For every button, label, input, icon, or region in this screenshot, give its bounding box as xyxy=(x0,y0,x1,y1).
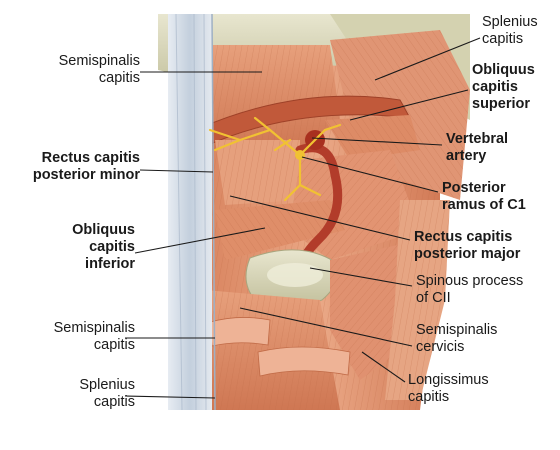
label-semispinalis-cervicis: Semispinalis cervicis xyxy=(416,322,498,355)
label-splenius-capitis-lower: Splenius capitis xyxy=(79,377,135,410)
label-spinous-process-cii: Spinous process of CII xyxy=(416,273,524,306)
label-obliquus-capitis-inferior: Obliquus capitis inferior xyxy=(72,222,135,272)
label-rectus-capitis-posterior-minor: Rectus capitis posterior minor xyxy=(32,150,140,183)
posterior-ramus-c1-nerve xyxy=(208,116,342,202)
fascia-band xyxy=(168,14,212,410)
label-splenius-capitis-upper: Splenius capitis xyxy=(482,14,538,47)
label-vertebral-artery: Vertebral artery xyxy=(446,131,509,164)
cut-muscle-end-2 xyxy=(257,346,351,377)
label-rectus-capitis-posterior-major: Rectus capitis posterior major xyxy=(414,229,521,262)
cut-muscle-end-1 xyxy=(209,317,271,347)
label-semispinalis-capitis-lower: Semispinalis capitis xyxy=(53,320,135,353)
label-obliquus-capitis-superior: Obliquus capitis superior xyxy=(472,62,535,112)
label-posterior-ramus-c1: Posterior ramus of C1 xyxy=(442,180,526,213)
label-semispinalis-capitis-upper: Semispinalis capitis xyxy=(58,53,140,86)
label-longissimus-capitis: Longissimus capitis xyxy=(408,372,489,405)
